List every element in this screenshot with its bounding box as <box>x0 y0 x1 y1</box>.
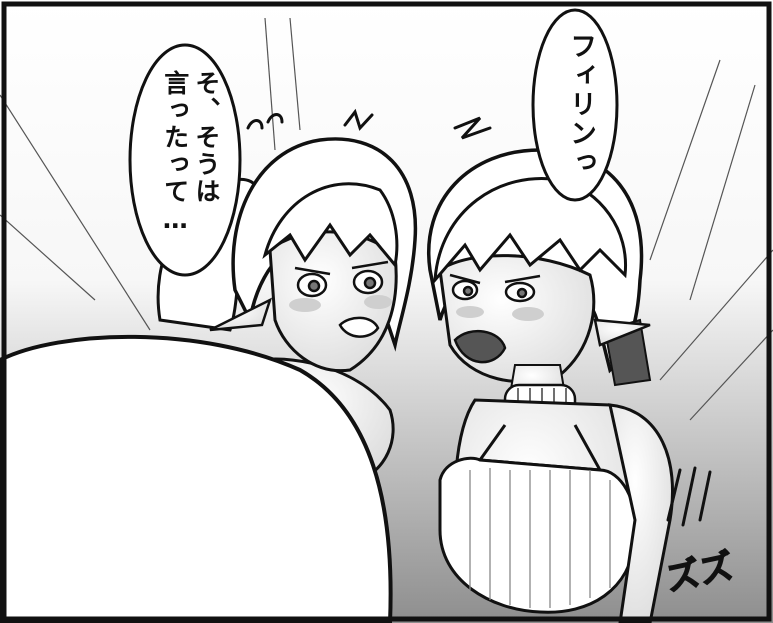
emotion-marks <box>246 108 492 140</box>
speech-bubble-right <box>531 8 619 202</box>
motion-marks <box>666 466 712 527</box>
top-ribbing <box>469 468 611 608</box>
right-girl-blush <box>456 306 544 321</box>
left-girl-mouth <box>338 316 380 338</box>
foreground-character <box>0 334 393 623</box>
right-girl-ear <box>593 318 651 347</box>
left-girl-blush <box>289 295 392 312</box>
speech-bubble-left-text: そ、そうは 言ったって… <box>160 70 221 236</box>
speech-bubble-right-text: フィリンっ <box>565 32 596 177</box>
right-girl-eyes <box>449 273 541 303</box>
left-girl-eyes <box>294 260 389 298</box>
left-girl-fringe <box>262 182 399 269</box>
right-girl-mouth <box>453 329 507 364</box>
left-girl-ear <box>209 297 273 332</box>
speech-bubble-left <box>128 43 242 277</box>
speed-lines <box>0 17 773 421</box>
right-girl-arm <box>608 403 674 623</box>
